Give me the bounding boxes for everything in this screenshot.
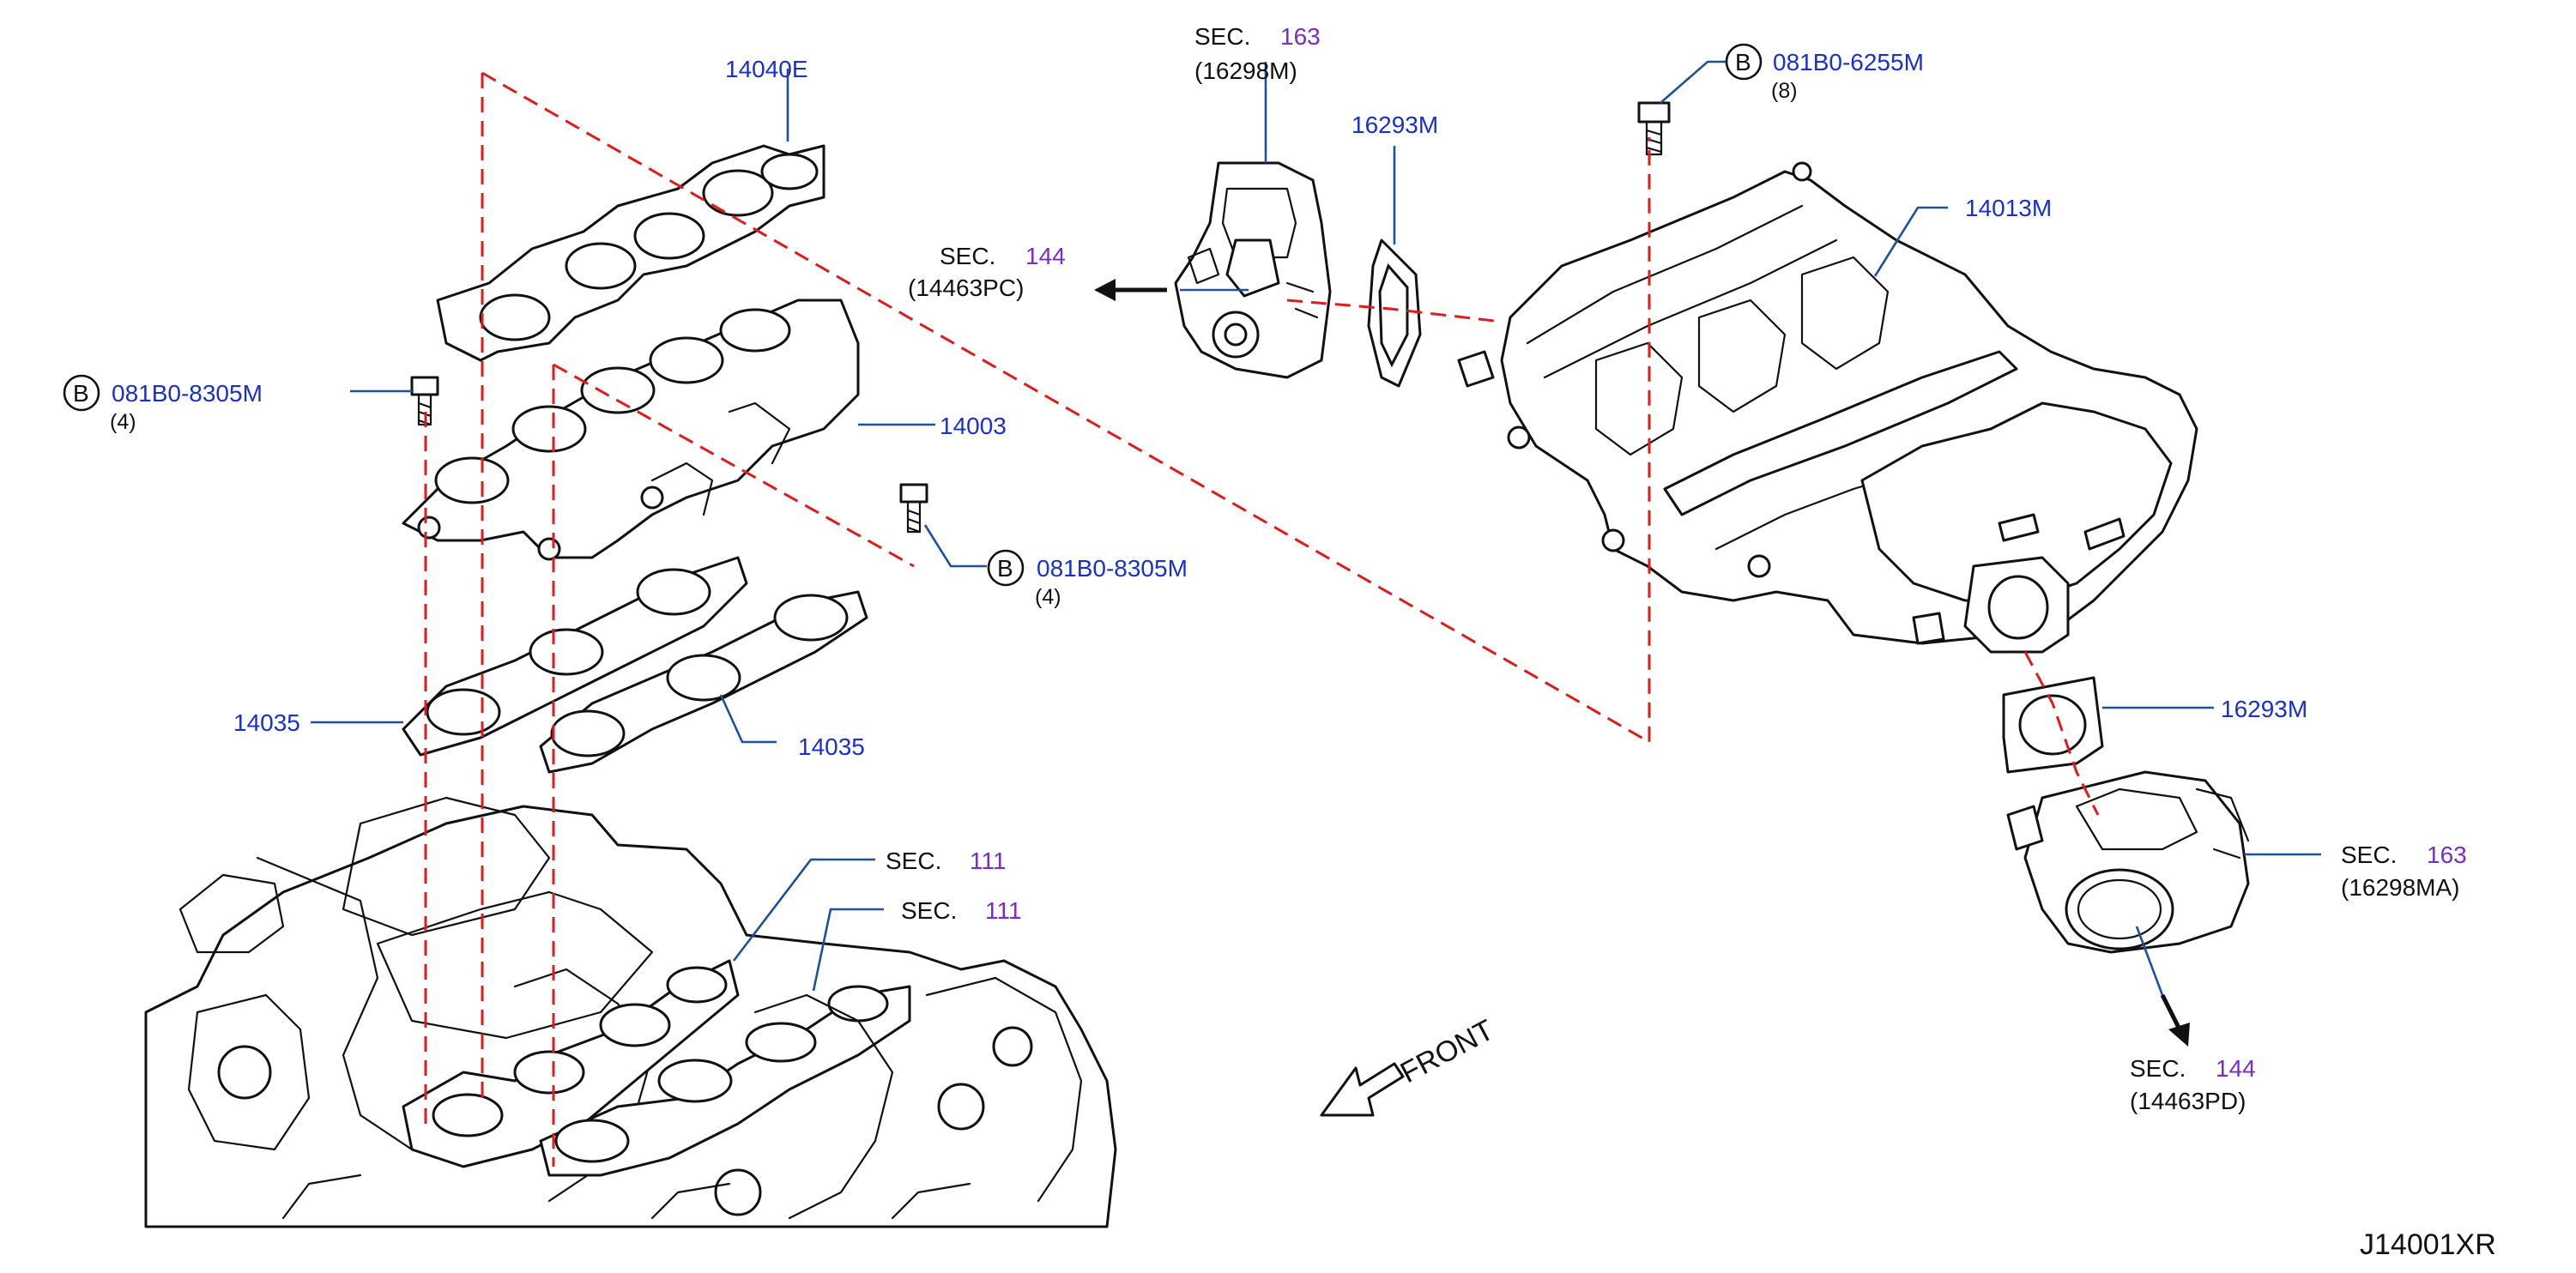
sec-ref: (14463PD) (2130, 1088, 2246, 1114)
throttle-chamber-top-drawing (1174, 161, 1332, 379)
bolt-badge-letter: B (73, 380, 89, 407)
sec-ref: (16298M) (1194, 57, 1297, 84)
engine-cylinder-head-drawing (144, 796, 1117, 1228)
bolt-badge-icon (63, 374, 100, 412)
front-arrow-icon (1320, 1062, 1405, 1117)
gasket-16293M-bottom-drawing (2002, 676, 2104, 774)
leader-lines (311, 60, 2321, 996)
bolt-quantity: (4) (110, 410, 136, 434)
sec-number: 163 (2427, 842, 2467, 868)
section-ref-111-b: SEC. 111 (901, 897, 1022, 924)
sec-word: SEC. (2130, 1055, 2186, 1082)
part-number-14013M: 14013M (1965, 195, 2052, 221)
part-number-16293M-top: 16293M (1351, 112, 1438, 138)
gasket-16293M-top-drawing (1367, 238, 1422, 388)
part-number-14003: 14003 (940, 413, 1007, 439)
sec-number: 111 (970, 848, 1007, 874)
bolt-part-number: 081B0-6255M (1773, 49, 1924, 75)
part-number-14035-right: 14035 (798, 733, 865, 760)
bolt-badge-icon (987, 549, 1025, 587)
section-ref-163-top: SEC. 163 (16298M) (1194, 23, 1321, 84)
intake-manifold-14013M-drawing (1457, 161, 2198, 654)
sec-word: SEC. (940, 243, 995, 269)
sec-number: 144 (1025, 243, 1066, 269)
gasket-14035-left-drawing (402, 556, 748, 757)
intake-adapter-14003-drawing (402, 299, 860, 561)
phantom-lines (424, 71, 2100, 1167)
sec-word: SEC. (2341, 842, 2397, 868)
bolt-callout-top: B 081B0-6255M (8) (1725, 43, 1924, 103)
bolt-callout-left: B 081B0-8305M (4) (63, 374, 263, 434)
sec-number: 144 (2216, 1055, 2256, 1082)
section-ref-144-left: SEC. 144 (14463PC) (908, 243, 1066, 301)
bolt-badge-letter: B (997, 555, 1013, 582)
part-number-14035-left: 14035 (233, 709, 300, 736)
section-ref-111-a: SEC. 111 (886, 848, 1007, 874)
sec-ref: (16298MA) (2341, 874, 2460, 901)
bolt-quantity: (8) (1771, 79, 1798, 103)
sec-number: 111 (985, 897, 1022, 924)
sec-number: 163 (1280, 23, 1321, 50)
part-number-14040E: 14040E (725, 56, 808, 82)
bolt-part-number: 081B0-8305M (112, 380, 263, 407)
sec-word: SEC. (901, 897, 957, 924)
sec-ref: (14463PC) (908, 275, 1024, 301)
sec-word: SEC. (1194, 23, 1250, 50)
flow-arrows (1094, 279, 2190, 1047)
section-ref-163-right: SEC. 163 (16298MA) (2341, 842, 2467, 901)
sec-word: SEC. (886, 848, 941, 874)
section-ref-144-bottom: SEC. 144 (14463PD) (2130, 1055, 2256, 1114)
front-label: FRONT (1395, 1014, 1499, 1090)
gasket-14035-right-drawing (539, 590, 868, 774)
gasket-14040E-drawing (436, 144, 825, 362)
bolt-badge-icon (1725, 43, 1763, 81)
diagram-code: J14001XR (2360, 1228, 2496, 1261)
bolt-middle-drawing (899, 483, 928, 534)
bolt-badge-letter: B (1735, 49, 1751, 75)
bolt-callout-middle: B 081B0-8305M (4) (987, 549, 1188, 609)
bolt-top-drawing (1637, 101, 1671, 156)
bolt-quantity: (4) (1035, 585, 1061, 609)
part-number-16293M-bottom: 16293M (2221, 696, 2307, 722)
throttle-body-bottom-drawing (2006, 770, 2250, 954)
bolt-part-number: 081B0-8305M (1037, 555, 1188, 582)
